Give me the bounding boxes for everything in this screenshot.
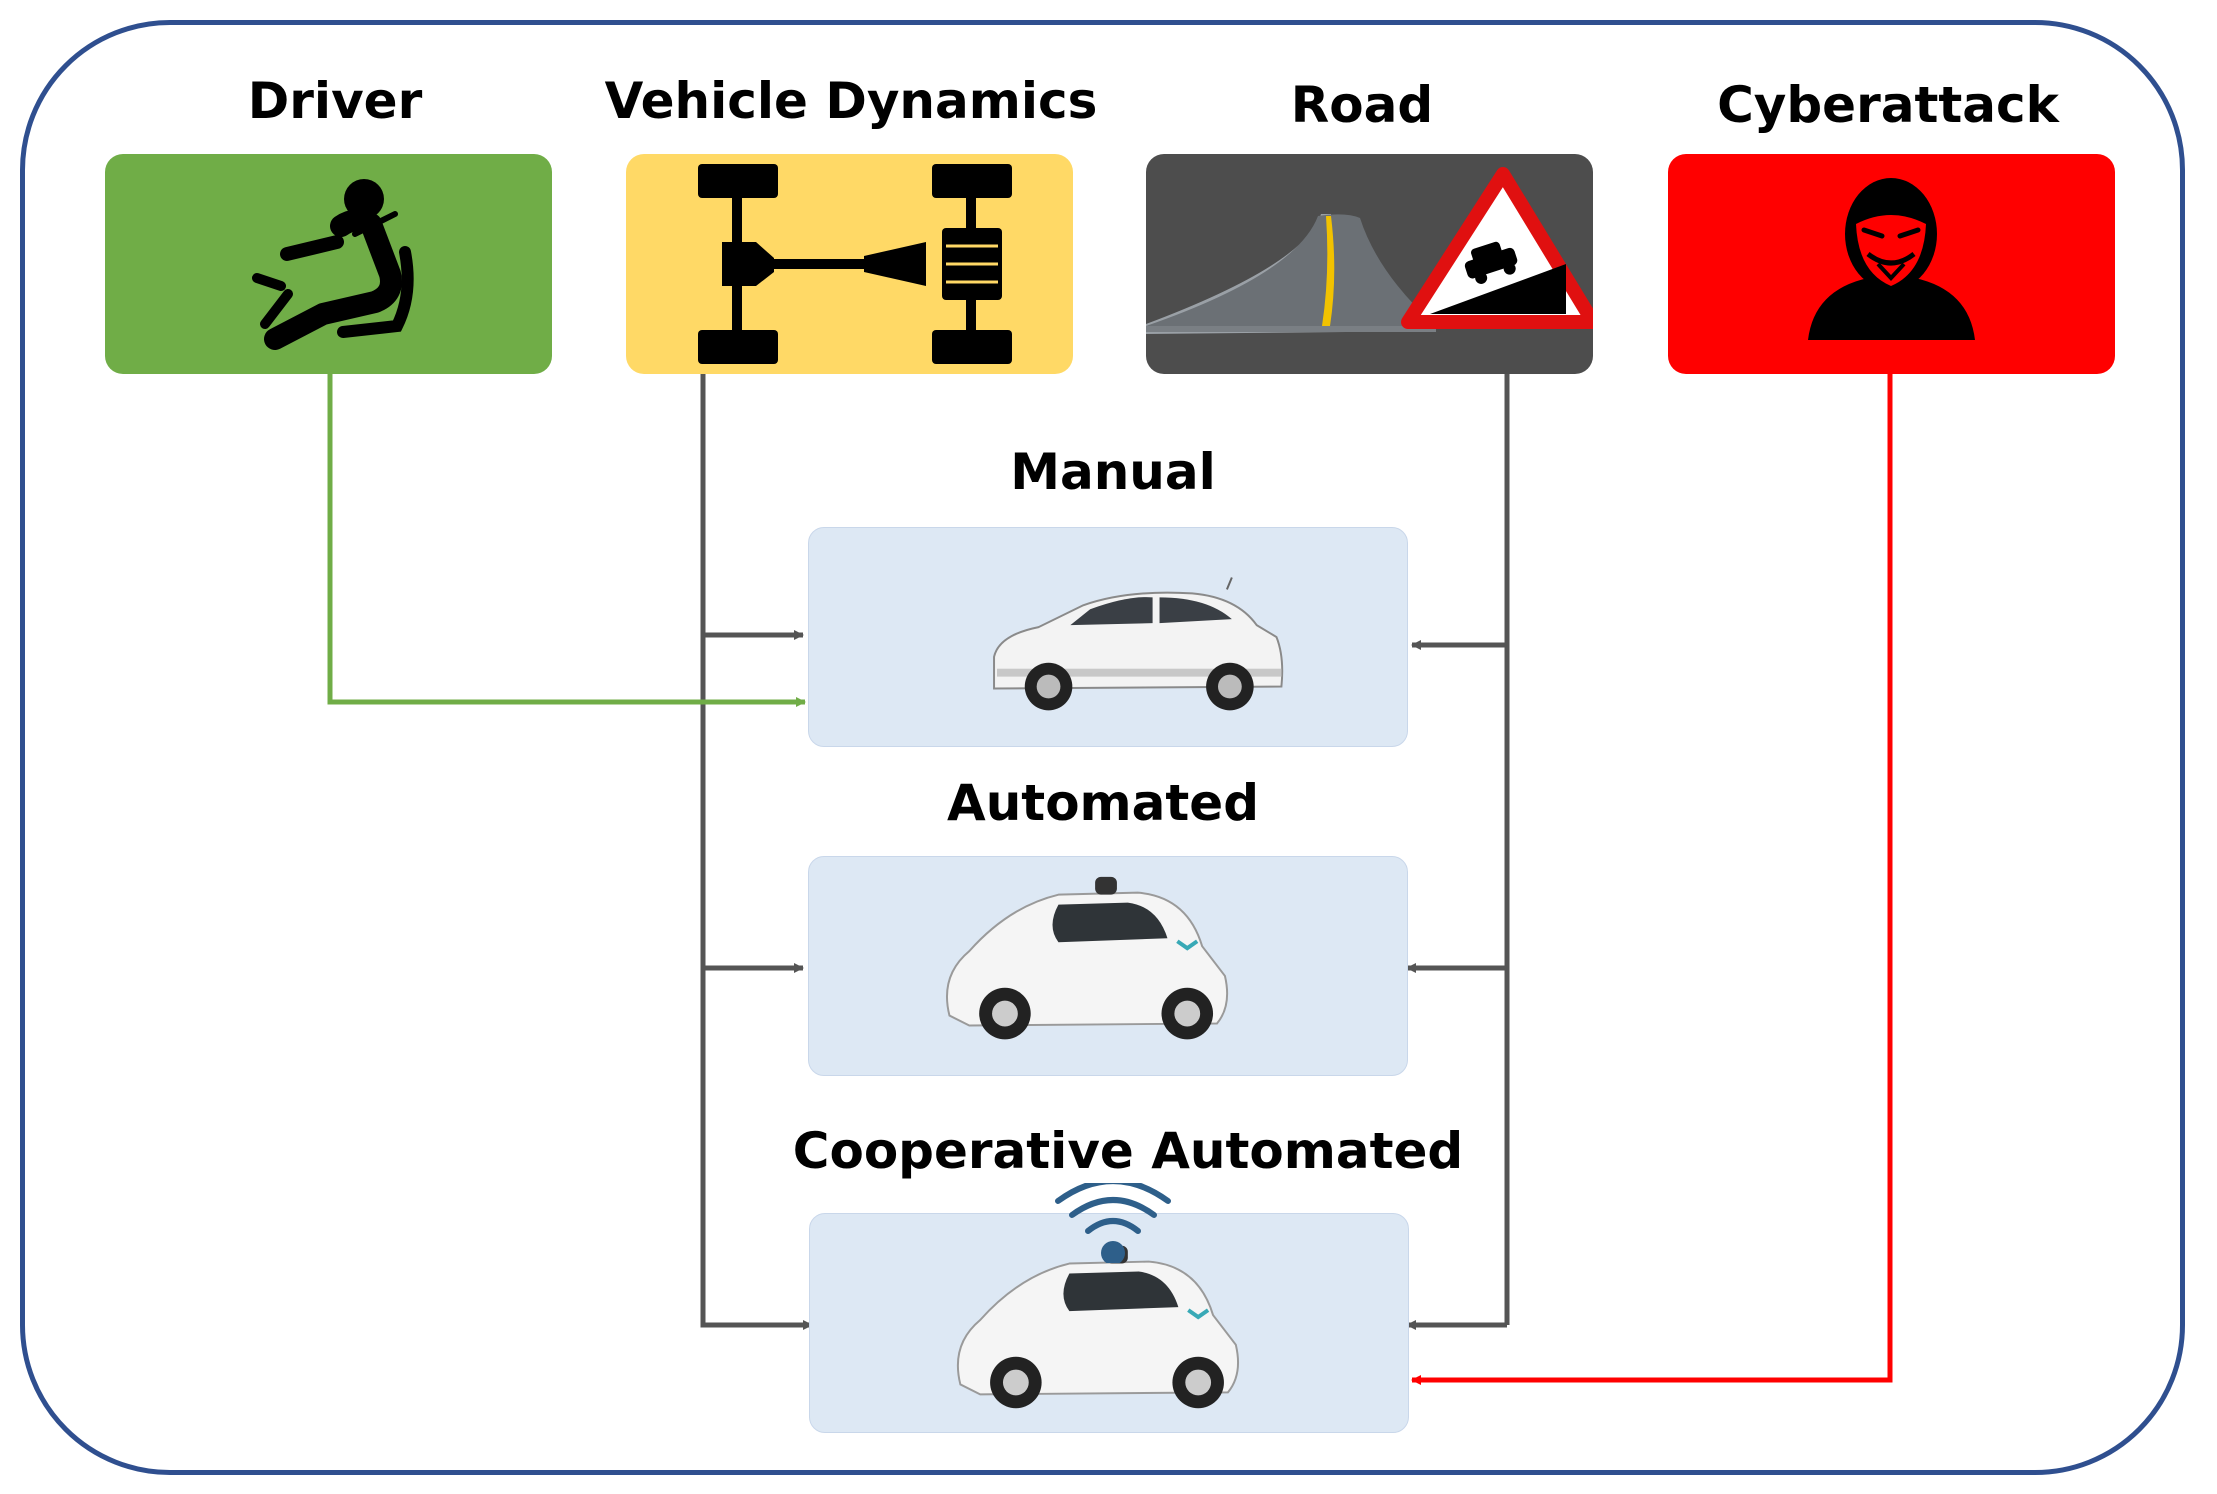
source-title-driver: Driver xyxy=(247,72,423,130)
automated-panel xyxy=(808,856,1408,1076)
mode-title-manual: Manual xyxy=(1010,443,1216,501)
source-title-cyberattack: Cyberattack xyxy=(1717,76,2059,134)
hatchback-car-icon xyxy=(993,577,1284,711)
diagram-frame xyxy=(20,20,2185,1475)
driver-to-manual-arrow xyxy=(327,372,806,707)
wireless-signal-icon xyxy=(1055,1183,1171,1263)
cyberattack-to-cooperative-arrow xyxy=(1411,372,1893,1385)
drivetrain-chassis-icon xyxy=(698,164,1012,364)
connected-self-driving-car-icon xyxy=(956,1245,1239,1409)
mode-title-automated: Automated xyxy=(947,774,1259,832)
mode-title-cooperative-automated: Cooperative Automated xyxy=(792,1122,1464,1180)
hacker-mask-icon xyxy=(1808,178,1975,340)
self-driving-car-icon xyxy=(946,876,1229,1040)
manual-panel xyxy=(808,527,1408,747)
vehicle-dynamics-bus-line xyxy=(700,372,812,1328)
vehicle-dynamics-box xyxy=(626,154,1073,374)
source-title-vehicle-dynamics: Vehicle Dynamics xyxy=(604,72,1098,130)
road-box xyxy=(1146,154,1593,374)
road-slope-warning-icon xyxy=(1146,167,1593,334)
source-title-road: Road xyxy=(1290,76,1434,134)
driver-box xyxy=(105,154,552,374)
seated-driver-icon xyxy=(252,179,414,350)
cyberattack-box xyxy=(1668,154,2115,374)
